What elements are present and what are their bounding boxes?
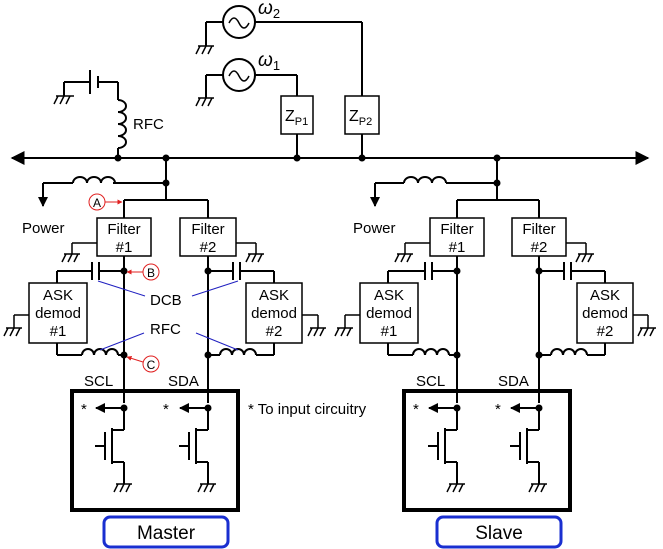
ground-icon	[566, 242, 594, 263]
rfc-pointer	[99, 332, 145, 351]
master-filter-2: Filter #2	[179, 217, 237, 257]
svg-text:#2: #2	[531, 239, 548, 256]
omega2-label: ω2	[258, 0, 280, 21]
marker-c: C	[126, 355, 160, 373]
svg-text:demod: demod	[366, 305, 412, 322]
svg-text:B: B	[147, 266, 155, 280]
ground-icon	[302, 314, 326, 337]
input-circuitry-note: * To input circuitry	[248, 401, 367, 418]
dc-power-source	[63, 70, 119, 100]
nmos-transistor	[179, 408, 216, 493]
svg-text:#2: #2	[266, 323, 283, 340]
dcb-pointer	[97, 280, 146, 297]
marker-b: B	[126, 263, 160, 281]
svg-text:ASK: ASK	[43, 287, 73, 304]
nmos-transistor	[95, 408, 132, 493]
slave-scl-label: SCL	[416, 373, 445, 390]
master-sda-label: SDA	[168, 373, 199, 390]
svg-text:#1: #1	[50, 323, 67, 340]
svg-text:Slave: Slave	[475, 523, 523, 544]
svg-text:Filter: Filter	[107, 221, 140, 238]
svg-text:demod: demod	[35, 305, 81, 322]
svg-text:#2: #2	[597, 323, 614, 340]
svg-text:ASK: ASK	[374, 287, 404, 304]
master-ask-demod-2: ASK demod #2	[245, 282, 303, 344]
rfc-label: RFC	[150, 321, 181, 338]
nmos-transistor	[510, 408, 547, 493]
master-filter-1: Filter #1	[96, 217, 152, 257]
slave-power-label: Power	[353, 220, 396, 237]
ground-icon	[394, 242, 430, 263]
svg-text:ASK: ASK	[259, 287, 289, 304]
junction-dot	[114, 154, 122, 162]
dcb-pointer	[191, 280, 239, 297]
slave-ask-demod-1: ASK demod #1	[359, 282, 419, 344]
svg-text:ZP2: ZP2	[349, 108, 372, 128]
ground-icon	[61, 242, 97, 263]
slave-caption: Slave	[435, 515, 563, 549]
svg-text:Filter: Filter	[191, 221, 224, 238]
svg-text:C: C	[147, 358, 156, 372]
rfc-inductor	[412, 348, 450, 356]
rfc-choke-label: RFC	[133, 116, 164, 133]
svg-text:Filter: Filter	[440, 221, 473, 238]
svg-text:ZP1: ZP1	[285, 108, 308, 128]
ac-source-omega2: ω2	[195, 0, 363, 96]
svg-text:demod: demod	[582, 305, 628, 322]
svg-text:#1: #1	[116, 239, 133, 256]
impedance-zp2: ZP2	[344, 95, 380, 158]
slave-device-box	[402, 389, 572, 512]
master-power-label: Power	[22, 220, 65, 237]
slave-filter-1: Filter #1	[429, 217, 485, 257]
ground-icon	[3, 314, 29, 337]
rfc-choke-inductor	[117, 99, 127, 149]
asterisk-label: *	[163, 401, 169, 418]
junction-dot	[293, 154, 301, 162]
ground-icon	[334, 314, 360, 337]
marker-a: A	[88, 193, 123, 211]
power-inductor	[72, 176, 116, 184]
svg-text:Filter: Filter	[522, 221, 555, 238]
rfc-inductor	[219, 348, 257, 356]
svg-text:#2: #2	[200, 239, 217, 256]
impedance-zp1: ZP1	[280, 95, 314, 158]
master-device-box	[70, 389, 240, 512]
svg-text:ASK: ASK	[590, 287, 620, 304]
master-ask-demod-1: ASK demod #1	[28, 282, 88, 344]
ac-source-omega1: ω1	[195, 50, 298, 107]
slave-node: Power Filter #1 Filter #2	[334, 158, 656, 549]
rfc-pointer	[195, 332, 239, 351]
ground-icon	[236, 242, 264, 263]
slave-filter-2: Filter #2	[511, 217, 567, 257]
ground-icon	[53, 95, 74, 105]
svg-text:Master: Master	[137, 523, 196, 544]
master-node: Power Filter #1 Filter #2	[3, 158, 326, 549]
slave-sda-label: SDA	[498, 373, 529, 390]
dcb-label: DCB	[150, 292, 182, 309]
ground-icon	[633, 314, 656, 337]
rfc-inductor	[81, 348, 119, 356]
master-caption: Master	[102, 515, 230, 549]
rfc-inductor	[550, 348, 588, 356]
power-inductor	[403, 176, 447, 184]
svg-text:demod: demod	[251, 305, 297, 322]
master-scl-label: SCL	[84, 373, 113, 390]
asterisk-label: *	[81, 401, 87, 418]
junction-dot	[358, 154, 366, 162]
omega1-label: ω1	[258, 50, 280, 73]
asterisk-label: *	[413, 401, 419, 418]
svg-text:A: A	[93, 196, 101, 210]
asterisk-label: *	[495, 401, 501, 418]
nmos-transistor	[428, 408, 465, 493]
svg-text:#1: #1	[381, 323, 398, 340]
slave-ask-demod-2: ASK demod #2	[576, 282, 634, 344]
svg-text:#1: #1	[449, 239, 466, 256]
